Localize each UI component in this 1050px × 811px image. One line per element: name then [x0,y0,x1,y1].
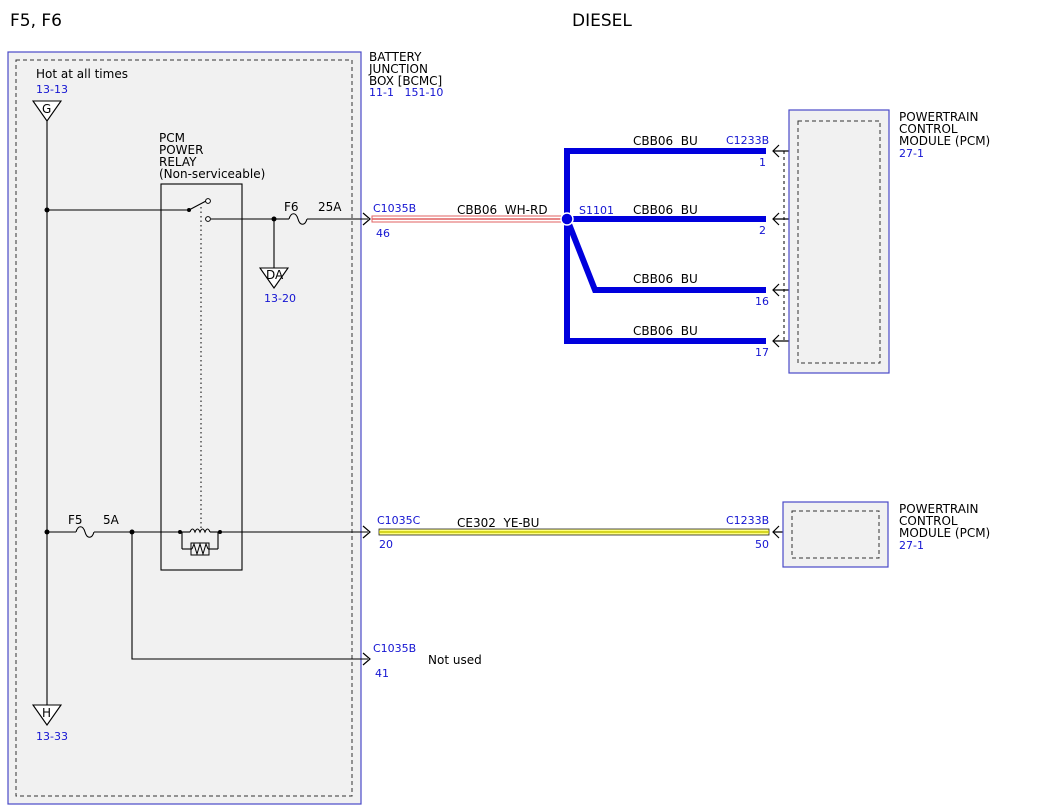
pcm-top-module-box [788,109,890,374]
pcm-top-ref: 27-1 [899,147,924,160]
fuse-f5-rating: 5A [103,513,120,527]
ground-da-ref: 13-20 [264,292,296,305]
pcm-bottom-label: POWERTRAIN CONTROL MODULE (PCM) [899,502,990,540]
relay-label: PCM POWER RELAY (Non-serviceable) [159,131,265,181]
wire-20-name: CE302 YE-BU [457,516,539,530]
ground-h-label: H [42,706,51,720]
blue-branch-wires [564,148,766,344]
pcm-top-pin-16: 16 [755,295,769,308]
not-used-label: Not used [428,653,482,667]
hot-ref: 13-13 [36,83,68,96]
splice-s1101-node [560,212,574,226]
branch-3-label: CBB06 BU [633,272,698,286]
relay-switch-contact-out [205,216,211,222]
c1035c-20-connector: C1035C [377,514,421,527]
pcm-bottom-module-box [782,501,889,568]
ground-g-label: G [42,102,51,116]
c1035b-46-arrow-icon [362,212,371,226]
branch-1-label: CBB06 BU [633,134,698,148]
hot-at-all-times-label: Hot at all times [36,67,128,81]
c1035b-41-arrow-icon [362,652,371,666]
pcm-top-pin-2: 2 [759,224,766,237]
ground-h-triangle-icon [31,704,63,726]
relay-switch-blade [188,200,207,211]
pcm-bottom-ref: 27-1 [899,539,924,552]
c1035b-41-pin: 41 [375,667,389,680]
ground-h-ref: 13-33 [36,730,68,743]
wire-46-name: CBB06 WH-RD [457,203,548,217]
pcm-bottom-pin-50: 50 [755,538,769,551]
pcm-top-inner-dashed [797,120,881,364]
pcm-bottom-connector: C1233B [726,514,769,527]
relay-box [160,183,243,571]
c1035b-46-pin: 46 [376,227,390,240]
bjb-label: BATTERY JUNCTION BOX [BCMC] [368,50,442,88]
bjb-inner-dashed-box [15,59,353,797]
fuse-f6-name: F6 [284,200,299,214]
page-title-left: F5, F6 [10,11,62,31]
fuse-f6-icon [288,213,308,225]
relay-switch-contact-top [205,198,211,204]
fuse-f5-name: F5 [68,513,83,527]
splice-s1101-label: S1101 [579,204,614,217]
c1035b-46-connector: C1035B [373,202,416,215]
pcm-top-label: POWERTRAIN CONTROL MODULE (PCM) [899,110,990,148]
pcm-top-pin-1: 1 [759,156,766,169]
not-used-wire [131,532,368,660]
branch-2-label: CBB06 BU [633,203,698,217]
branch-4-label: CBB06 BU [633,324,698,338]
bjb-outer-box [7,51,362,805]
page-title-center: DIESEL [572,11,632,31]
ground-da-triangle-icon [258,267,290,289]
c1035b-41-connector: C1035B [373,642,416,655]
branch-wire-pin-16 [564,217,766,293]
pcm-top-pin-17: 17 [755,346,769,359]
battery-junction-box [7,51,362,805]
fuse-f6-rating: 25A [318,200,342,214]
pcm-bottom-inner-dashed [791,510,880,559]
c1035c-20-pin: 20 [379,538,393,551]
branch-wire-pin-17 [564,219,766,344]
fuse-f5-icon [75,526,95,538]
pcm-top-connector: C1233B [726,134,769,147]
ground-g-triangle-icon [31,100,63,122]
branch-wire-pin-1 [564,148,766,219]
ground-da-label: DA [266,268,284,282]
bjb-ref: 11-1 151-10 [369,86,443,99]
c1035c-20-arrow-icon [362,525,371,539]
